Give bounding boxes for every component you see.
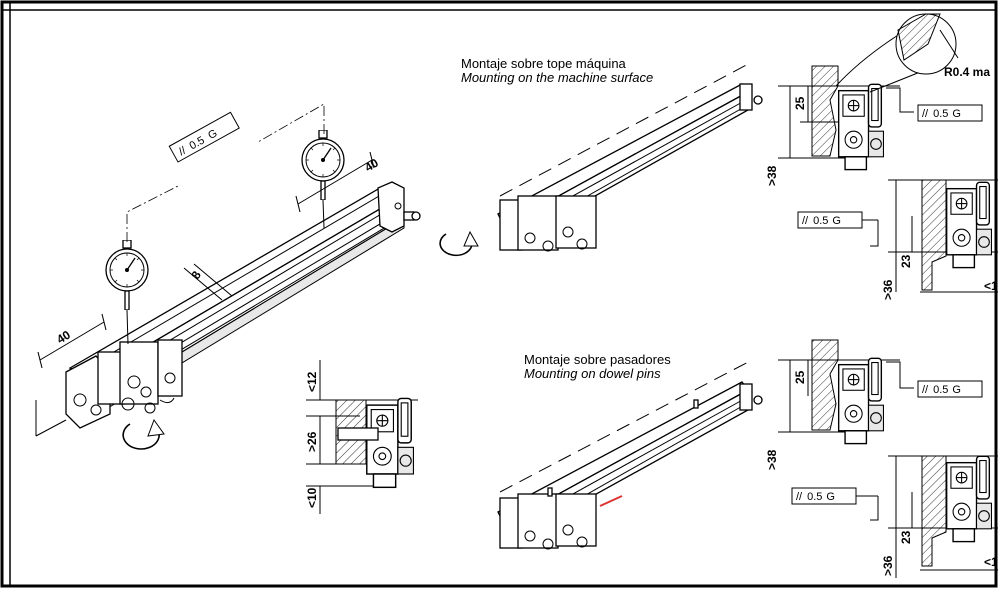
dim-side-bot: <10 <box>305 487 319 508</box>
svg-text:>38: >38 <box>765 165 779 186</box>
dim-side-mid: >26 <box>305 431 319 452</box>
svg-text:25: 25 <box>793 96 807 110</box>
surface-mount-view <box>497 61 763 252</box>
radius-note: R0.4 ma <box>944 65 990 79</box>
caption-pins-mount: Montaje sobre pasadores Mounting on dowe… <box>524 353 671 381</box>
svg-text:<1: <1 <box>984 555 998 569</box>
svg-text://0.5G: //0.5G <box>796 491 835 503</box>
svg-text:<1: <1 <box>984 279 998 293</box>
svg-text:23: 23 <box>899 254 913 268</box>
svg-text:>38: >38 <box>765 449 779 470</box>
caption-surface-en: Mounting on the machine surface <box>461 70 654 85</box>
caption-pins-es: Montaje sobre pasadores <box>524 352 671 367</box>
svg-text://0.5G: //0.5G <box>922 108 961 120</box>
dim-gauge-left: 40 <box>54 327 73 346</box>
caption-surface-es: Montaje sobre tope máquina <box>461 56 626 71</box>
dim-side-top: <12 <box>305 371 319 392</box>
svg-text:25: 25 <box>793 370 807 384</box>
svg-text:23: 23 <box>899 530 913 544</box>
svg-text://0.5G: //0.5G <box>922 384 961 396</box>
side-section-view: <12 >26 <10 <box>305 360 418 514</box>
caption-surface-mount: Montaje sobre tope máquina Mounting on t… <box>461 57 653 85</box>
svg-text:>36: >36 <box>881 555 895 576</box>
svg-text://0.5G: //0.5G <box>802 215 841 227</box>
dim-gauge-right: 40 <box>362 155 381 174</box>
svg-text:>36: >36 <box>881 279 895 300</box>
pins-mount-view <box>497 359 763 550</box>
main-scale-isometric: //0.5G 40 40 8 <box>35 103 479 450</box>
caption-pins-en: Mounting on dowel pins <box>524 366 661 381</box>
